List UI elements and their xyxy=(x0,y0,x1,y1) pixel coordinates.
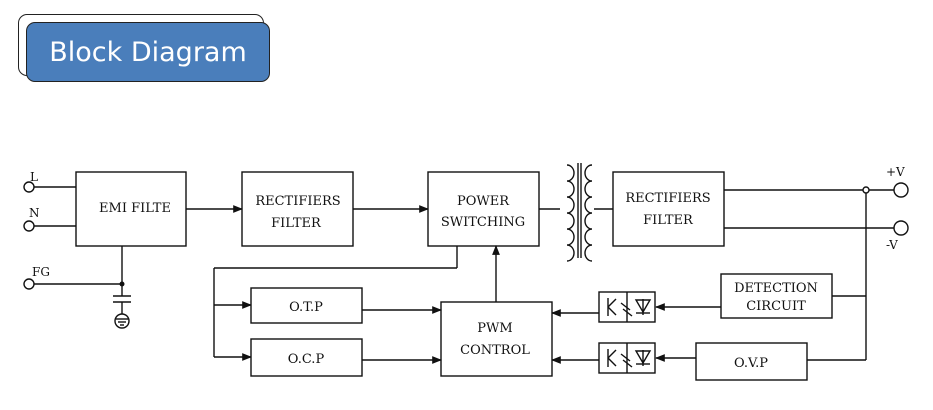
pwm-control-block xyxy=(440,301,553,377)
ground-symbol-icon xyxy=(114,313,130,329)
terminal-n xyxy=(23,220,35,232)
emi-filter-label: EMI FILTE xyxy=(99,201,171,216)
pwm-control-label-2: CONTROL xyxy=(460,343,530,358)
power-switching-label-1: POWER xyxy=(457,194,510,209)
power-switching-block xyxy=(427,171,540,247)
optocoupler-icon xyxy=(598,342,656,374)
input-rectifiers-block xyxy=(241,171,354,247)
label-pos-v: +V xyxy=(886,165,905,179)
ocp-block xyxy=(250,338,363,377)
output-rectifiers-label-2: FILTER xyxy=(643,213,694,228)
detection-circuit-label-1: DETECTION xyxy=(734,281,818,296)
detection-circuit-block xyxy=(720,273,833,319)
otp-label: O.T.P xyxy=(289,300,323,315)
title-badge: Block Diagram xyxy=(18,14,272,86)
label-fg: FG xyxy=(32,265,50,279)
pwm-control-label-1: PWM xyxy=(477,321,512,336)
terminal-neg-v xyxy=(893,220,909,236)
ovp-block xyxy=(695,342,808,381)
power-switching-label-2: SWITCHING xyxy=(441,215,525,230)
ocp-label: O.C.P xyxy=(288,352,325,367)
ovp-label: O.V.P xyxy=(734,356,768,371)
input-rectifiers-label-1: RECTIFIERS xyxy=(255,194,340,209)
emi-filter-block xyxy=(75,171,187,247)
terminal-fg xyxy=(23,278,35,290)
label-n: N xyxy=(29,206,40,220)
label-l: L xyxy=(30,170,38,184)
terminal-pos-v xyxy=(893,182,909,198)
input-rectifiers-label-2: FILTER xyxy=(271,216,322,231)
transformer-icon xyxy=(566,163,593,262)
output-rectifiers-block xyxy=(612,171,725,247)
junction-pos-v xyxy=(862,186,870,194)
optocoupler-icon xyxy=(598,291,656,323)
detection-circuit-label-2: CIRCUIT xyxy=(746,299,806,314)
label-neg-v: -V xyxy=(886,238,898,252)
otp-block xyxy=(250,287,363,324)
junction-fg xyxy=(119,281,125,287)
diagram-title: Block Diagram xyxy=(26,22,270,82)
output-rectifiers-label-1: RECTIFIERS xyxy=(625,191,710,206)
